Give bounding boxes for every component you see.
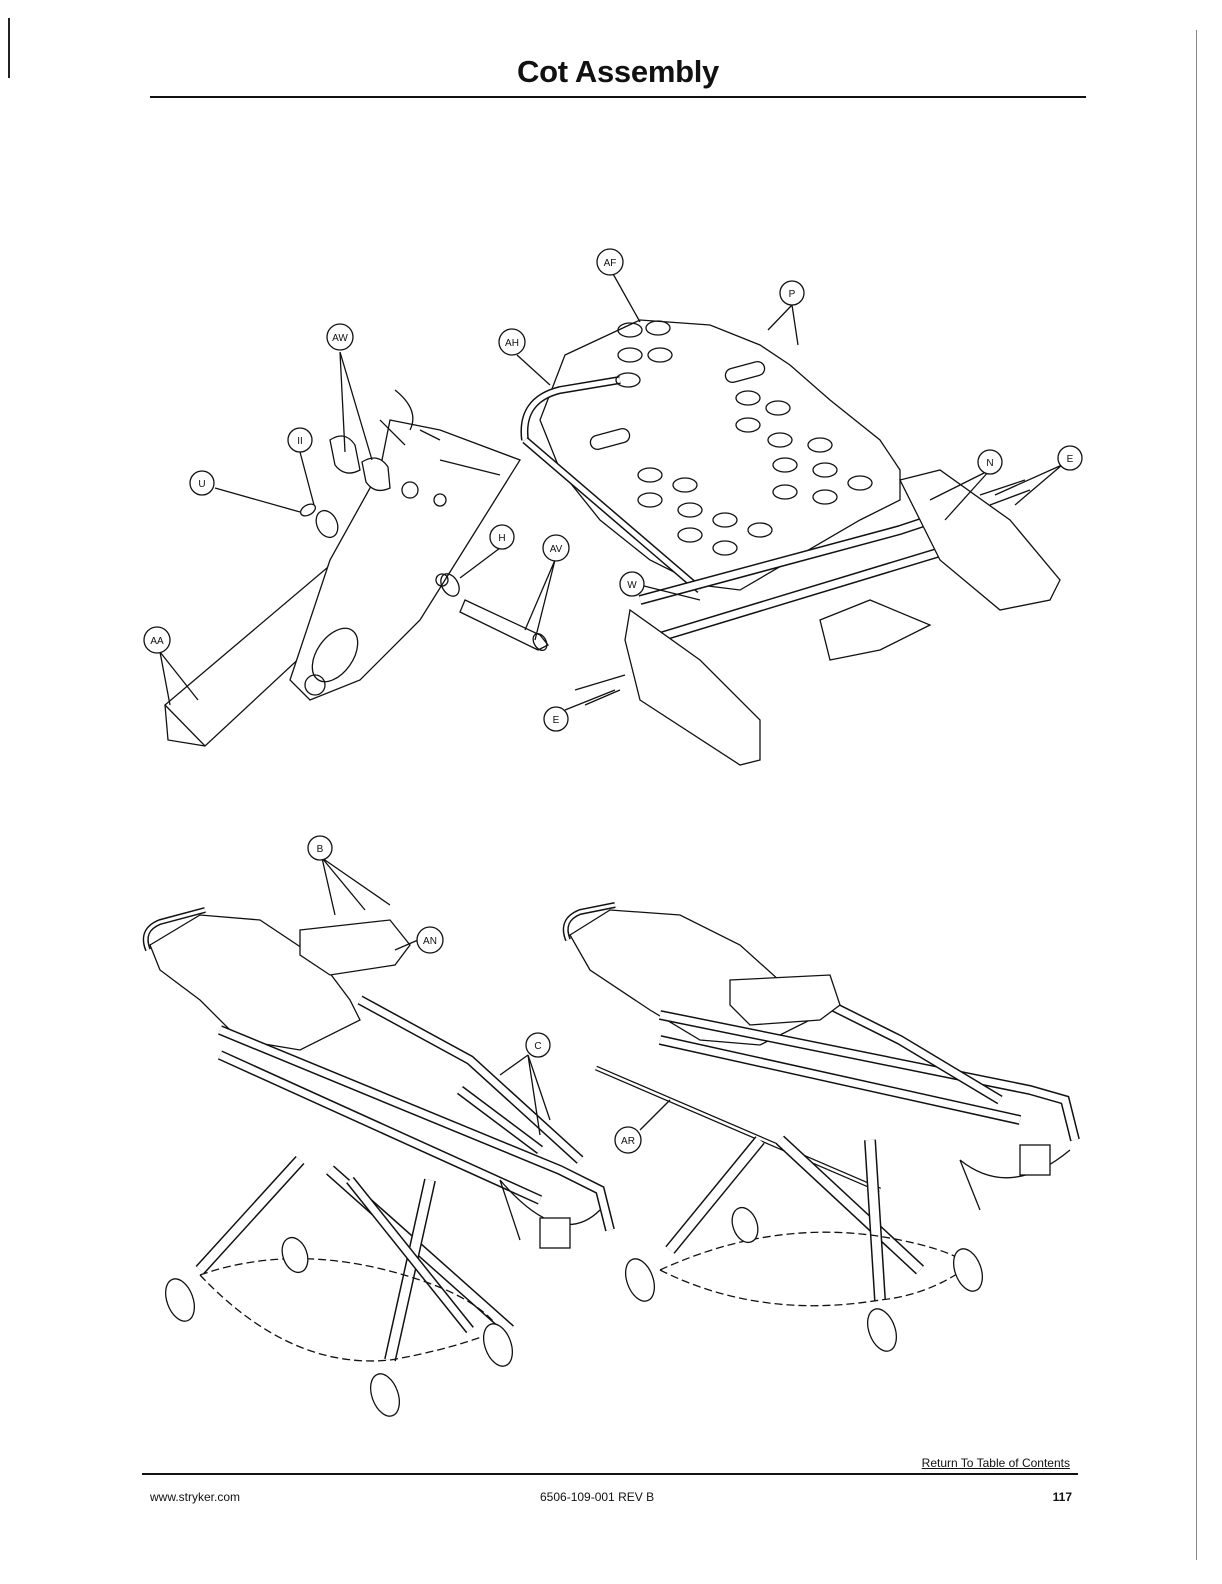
callout-aw: AW [327, 324, 353, 350]
footer-website: www.stryker.com [150, 1490, 240, 1504]
callout-p: P [780, 281, 804, 305]
callout-af: AF [597, 249, 623, 275]
callout-ah: AH [499, 329, 525, 355]
callout-av: AV [543, 535, 569, 561]
callout-ar: AR [615, 1127, 641, 1153]
cot-full-view-right [566, 905, 1075, 1355]
return-to-toc-link[interactable]: Return To Table of Contents [922, 1456, 1070, 1470]
svg-text:AH: AH [505, 338, 519, 349]
svg-text:N: N [986, 458, 993, 469]
callout-e-right: E [1058, 446, 1082, 470]
svg-text:P: P [789, 289, 796, 300]
callout-w: W [620, 572, 644, 596]
svg-text:U: U [198, 479, 205, 490]
svg-text:AR: AR [621, 1136, 635, 1147]
svg-text:B: B [317, 844, 324, 855]
cot-full-view-left [146, 858, 610, 1420]
svg-text:II: II [297, 436, 303, 447]
callout-n: N [978, 450, 1002, 474]
callout-c: C [526, 1033, 550, 1057]
callout-e-left: E [544, 707, 568, 731]
frame-detail [517, 272, 1062, 765]
callout-aa: AA [144, 627, 170, 653]
svg-text:H: H [498, 533, 505, 544]
svg-text:AN: AN [423, 936, 437, 947]
footer-doc-number: 6506-109-001 REV B [540, 1490, 654, 1504]
callout-b: B [308, 836, 332, 860]
svg-text:E: E [1067, 454, 1074, 465]
pivot-arm-detail [160, 352, 555, 746]
footer-page-number: 117 [1053, 1490, 1072, 1504]
svg-text:C: C [534, 1041, 541, 1052]
svg-text:AF: AF [604, 258, 617, 269]
svg-text:AV: AV [550, 544, 563, 555]
callout-h: H [490, 525, 514, 549]
svg-text:E: E [553, 715, 560, 726]
footer-rule [142, 1473, 1078, 1475]
svg-text:AA: AA [150, 636, 164, 647]
svg-text:AW: AW [332, 333, 348, 344]
svg-text:W: W [627, 580, 637, 591]
callout-an: AN [417, 927, 443, 953]
callout-u: U [190, 471, 214, 495]
callout-ii: II [288, 428, 312, 452]
